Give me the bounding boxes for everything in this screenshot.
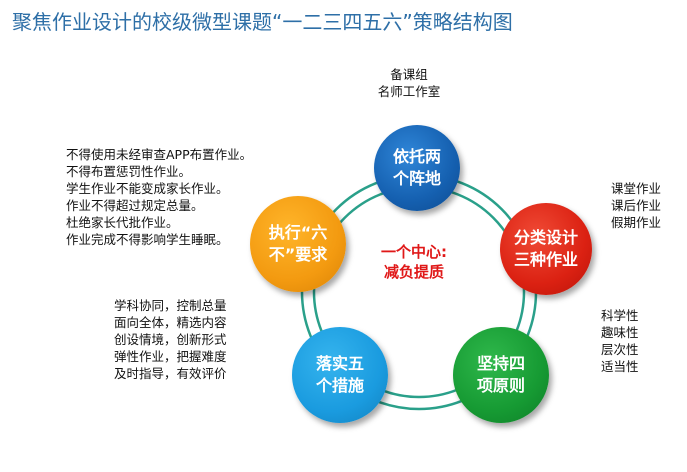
note-left-top-line: 学生作业不能变成家长作业。 <box>66 181 229 196</box>
node-five-measures: 落实五 个措施 <box>292 327 388 423</box>
note-right-bottom-line: 科学性 <box>601 308 639 323</box>
node-label: 个阵地 <box>392 169 441 188</box>
note-left-top: 不得使用未经审查APP布置作业。 不得布置惩罚性作业。 学生作业不能变成家长作业… <box>66 146 252 248</box>
node-label: 三种作业 <box>513 250 578 269</box>
note-right-top-line: 假期作业 <box>611 215 662 230</box>
note-top-line: 名师工作室 <box>377 84 441 99</box>
node-two-bases: 依托两 个阵地 <box>374 125 460 211</box>
node-six-requirements: 执行“六 不”要求 <box>250 196 346 292</box>
note-left-bottom-line: 创设情境，创新形式 <box>114 332 227 347</box>
note-right-bottom-line: 趣味性 <box>601 325 639 340</box>
center-label-line: 一个中心: <box>381 243 447 261</box>
note-left-bottom-line: 及时指导，有效评价 <box>114 366 227 381</box>
note-top-line: 备课组 <box>390 67 428 82</box>
note-left-bottom: 学科协同，控制总量 面向全体，精选内容 创设情境，创新形式 弹性作业，把握难度 … <box>114 297 227 382</box>
node-label: 坚持四 <box>476 354 525 373</box>
note-left-bottom-line: 学科协同，控制总量 <box>114 298 227 313</box>
note-left-top-line: 作业完成不得影响学生睡眠。 <box>66 232 229 247</box>
node-label: 不”要求 <box>268 245 328 264</box>
node-label: 个措施 <box>315 376 364 395</box>
center-label-line: 减负提质 <box>383 263 444 281</box>
note-right-top-line: 课堂作业 <box>611 181 662 196</box>
node-label: 项原则 <box>476 376 525 395</box>
note-top: 备课组 名师工作室 <box>364 66 454 100</box>
node-label: 落实五 <box>315 354 364 373</box>
node-label: 分类设计 <box>513 228 578 247</box>
note-left-top-line: 不得使用未经审查APP布置作业。 <box>66 147 253 162</box>
note-right-top: 课堂作业 课后作业 假期作业 <box>611 180 661 231</box>
node-four-principles: 坚持四 项原则 <box>453 327 549 423</box>
center-label: 一个中心: 减负提质 <box>364 242 464 282</box>
note-right-bottom-line: 适当性 <box>601 359 639 374</box>
node-label: 执行“六 <box>268 223 328 242</box>
note-right-top-line: 课后作业 <box>611 198 662 213</box>
note-left-top-line: 作业不得超过规定总量。 <box>66 198 204 213</box>
note-left-bottom-line: 面向全体，精选内容 <box>114 315 227 330</box>
note-left-top-line: 不得布置惩罚性作业。 <box>66 164 192 179</box>
note-right-bottom-line: 层次性 <box>601 342 639 357</box>
note-right-bottom: 科学性 趣味性 层次性 适当性 <box>601 307 639 375</box>
note-left-bottom-line: 弹性作业，把握难度 <box>114 349 227 364</box>
node-label: 依托两 <box>392 147 441 166</box>
note-left-top-line: 杜绝家长代批作业。 <box>66 215 179 230</box>
node-three-assignments: 分类设计 三种作业 <box>500 203 592 295</box>
diagram-title: 聚焦作业设计的校级微型课题“一二三四五六”策略结构图 <box>12 10 513 34</box>
